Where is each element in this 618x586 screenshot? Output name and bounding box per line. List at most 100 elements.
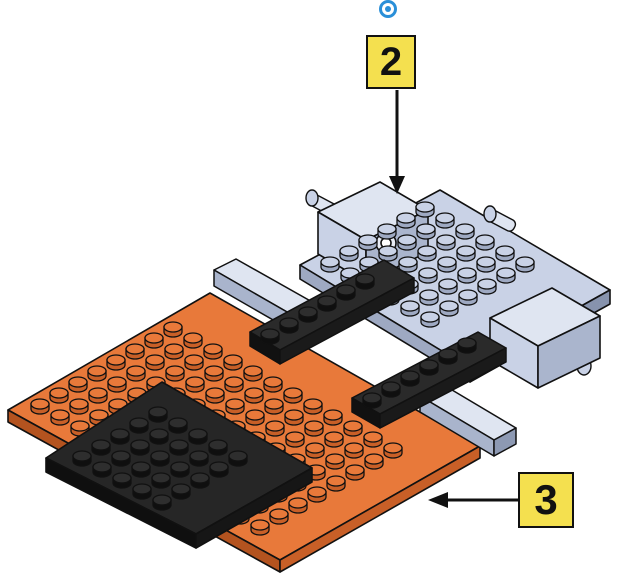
- black-stud: [112, 472, 132, 489]
- arrow-step-3: [428, 492, 518, 508]
- orange-stud: [265, 420, 285, 437]
- gray-stud: [496, 267, 516, 284]
- black-stud: [438, 348, 458, 365]
- orange-stud: [264, 398, 284, 415]
- orange-stud: [126, 365, 146, 382]
- gray-stud: [455, 223, 475, 240]
- orange-stud: [106, 354, 126, 371]
- orange-stud: [185, 376, 205, 393]
- black-stud: [336, 284, 356, 301]
- gray-stud: [400, 300, 420, 317]
- black-stud: [111, 450, 131, 467]
- black-stud: [131, 461, 151, 478]
- black-stud: [91, 439, 111, 456]
- gray-stud: [476, 256, 496, 273]
- gray-stud: [436, 234, 456, 251]
- arrow-step-2: [389, 90, 405, 194]
- gray-stud: [419, 289, 439, 306]
- black-stud: [279, 317, 299, 334]
- orange-stud: [283, 387, 303, 404]
- gray-stud: [439, 300, 459, 317]
- orange-stud: [87, 365, 107, 382]
- step-callout-2-label: 2: [379, 39, 403, 84]
- black-stud: [228, 450, 248, 467]
- orange-stud: [244, 387, 264, 404]
- orange-stud: [243, 365, 263, 382]
- orange-stud: [363, 431, 383, 448]
- orange-stud: [68, 376, 88, 393]
- gray-stud: [435, 212, 455, 229]
- orange-stud: [88, 387, 108, 404]
- orange-stud: [184, 354, 204, 371]
- gray-stud: [495, 245, 515, 262]
- black-stud: [317, 295, 337, 312]
- gray-stud: [339, 245, 359, 262]
- orange-stud: [225, 398, 245, 415]
- black-stud: [190, 472, 210, 489]
- orange-stud: [245, 409, 265, 426]
- step-callout-3-label: 3: [534, 476, 558, 523]
- black-stud: [169, 439, 189, 456]
- orange-stud: [250, 519, 270, 536]
- orange-stud: [303, 398, 323, 415]
- gray-stud: [415, 201, 435, 218]
- orange-stud: [345, 464, 365, 481]
- target-marker-icon: [379, 0, 397, 18]
- black-stud: [400, 370, 420, 387]
- gray-stud: [438, 278, 458, 295]
- orange-stud: [263, 376, 283, 393]
- technic-brick-right: [489, 287, 601, 389]
- gray-stud: [417, 245, 437, 262]
- gray-stud: [457, 267, 477, 284]
- black-stud: [188, 428, 208, 445]
- black-stud: [419, 359, 439, 376]
- orange-stud: [125, 343, 145, 360]
- black-stud: [170, 461, 190, 478]
- black-stud: [381, 381, 401, 398]
- gray-stud: [416, 223, 436, 240]
- black-stud: [151, 472, 171, 489]
- orange-stud: [326, 475, 346, 492]
- orange-stud: [284, 409, 304, 426]
- orange-stud: [383, 442, 403, 459]
- gray-stud: [437, 256, 457, 273]
- black-stud: [110, 428, 130, 445]
- gray-stud: [320, 256, 340, 273]
- black-stud: [355, 273, 375, 290]
- black-stud: [148, 406, 168, 423]
- step-callout-2: 2: [366, 35, 416, 89]
- orange-stud: [107, 376, 127, 393]
- orange-stud: [183, 332, 203, 349]
- orange-stud: [203, 343, 223, 360]
- black-plate-studs: [72, 273, 477, 511]
- black-square-plate: [45, 381, 313, 549]
- orange-stud: [305, 442, 325, 459]
- orange-stud: [69, 398, 89, 415]
- black-stud: [129, 417, 149, 434]
- black-stud: [150, 450, 170, 467]
- orange-stud: [163, 321, 183, 338]
- gray-stud: [378, 245, 398, 262]
- gray-stud: [420, 311, 440, 328]
- orange-stud: [164, 343, 184, 360]
- gray-stud: [458, 289, 478, 306]
- black-stud: [152, 494, 172, 511]
- black-stud: [189, 450, 209, 467]
- orange-stud: [145, 354, 165, 371]
- orange-stud: [285, 431, 305, 448]
- black-stud: [92, 461, 112, 478]
- orange-stud: [205, 387, 225, 404]
- orange-stud: [223, 354, 243, 371]
- gray-stud: [475, 234, 495, 251]
- gray-stud: [377, 223, 397, 240]
- orange-stud: [364, 453, 384, 470]
- orange-stud: [324, 431, 344, 448]
- gray-stud: [358, 234, 378, 251]
- orange-stud: [269, 508, 289, 525]
- orange-stud: [288, 497, 308, 514]
- orange-stud: [165, 365, 185, 382]
- black-stud: [298, 306, 318, 323]
- black-stud: [171, 483, 191, 500]
- black-stud: [72, 450, 92, 467]
